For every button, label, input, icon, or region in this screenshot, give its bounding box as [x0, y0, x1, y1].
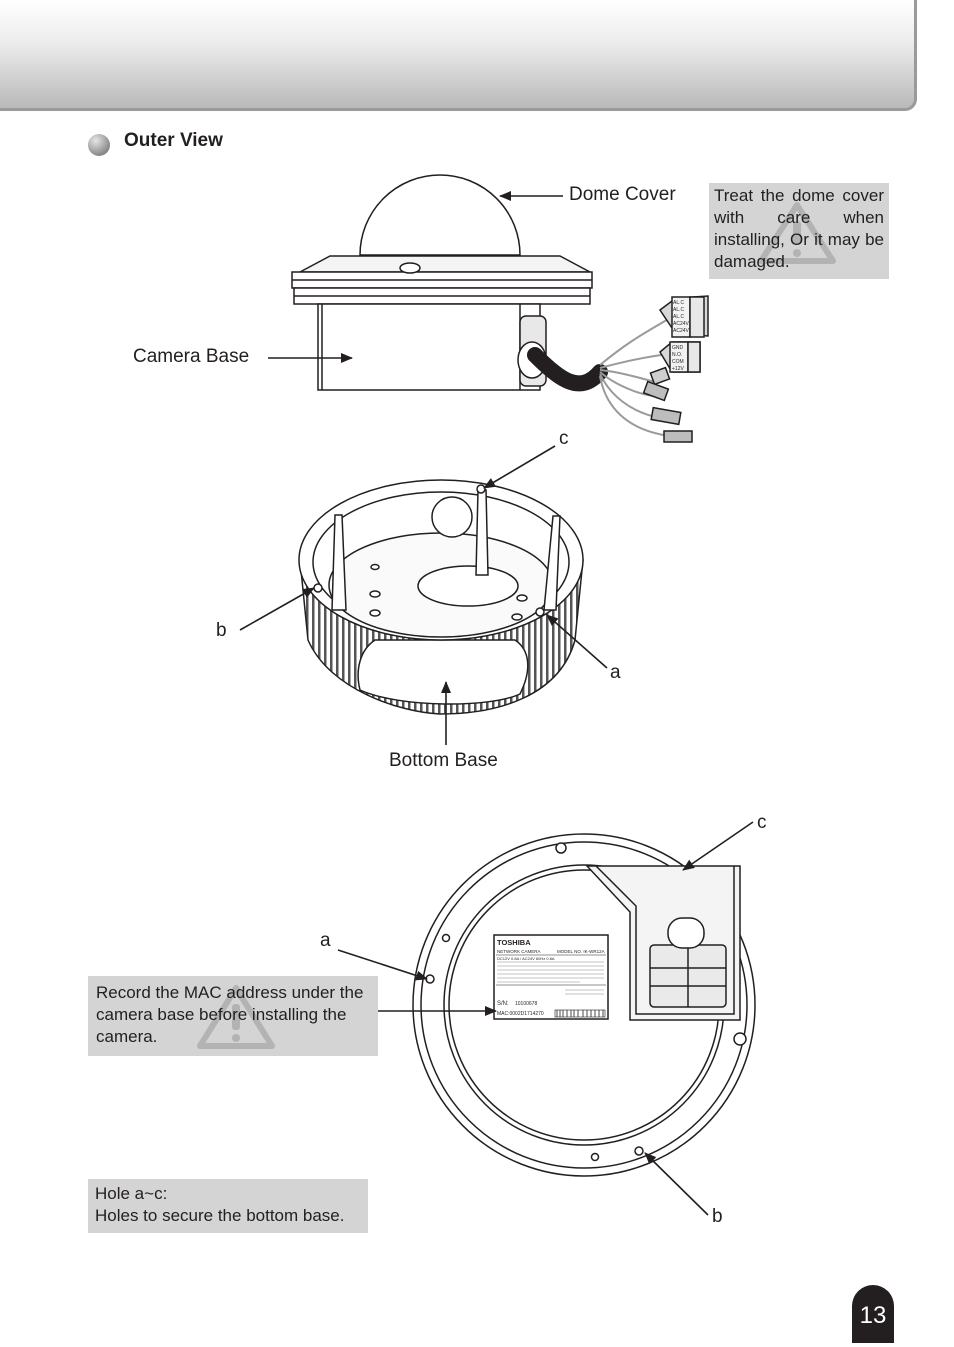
hole-b-label-bottom: b — [712, 1206, 723, 1227]
terminal-2-label: +12V — [672, 366, 684, 372]
label-brand: TOSHIBA — [497, 938, 531, 947]
label-sn-value: 10100678 — [515, 1001, 537, 1007]
page-number: 13 — [852, 1285, 894, 1343]
bottom-base-drawing — [298, 479, 584, 715]
terminal-1-label: AL.C — [673, 307, 685, 313]
warning-icon — [758, 202, 836, 264]
callout-arrows — [239, 191, 754, 1216]
hole-b-label-top: b — [216, 620, 227, 641]
mac-address-note: Record the MAC address under the camera … — [88, 976, 378, 1056]
holes-note-text: Holes to secure the bottom base. — [95, 1206, 345, 1225]
label-model: MODEL NO. IK-WR12A — [557, 949, 605, 954]
dome-cover-label: Dome Cover — [569, 184, 676, 205]
dome-care-note: Treat the dome cover with care when inst… — [709, 183, 889, 279]
terminal-block-2 — [659, 341, 701, 373]
bottom-base-label: Bottom Base — [389, 750, 498, 771]
terminal-1-label: AC24V — [673, 328, 690, 334]
section-bullet-icon — [88, 134, 110, 156]
hole-a-label-top: a — [610, 662, 621, 683]
holes-note-title: Hole a~c: — [95, 1184, 168, 1203]
terminal-1-label: AL.C — [673, 300, 685, 306]
camera-base-label: Camera Base — [133, 346, 250, 367]
terminal-1-label: AC24V — [673, 321, 690, 327]
label-sn-prefix: S/N: — [497, 1001, 509, 1007]
holes-note: Hole a~c: Holes to secure the bottom bas… — [88, 1179, 368, 1233]
page-header-band — [0, 0, 917, 111]
mac-address-note-text: Record the MAC address under the camera … — [96, 983, 364, 1046]
hole-a-label-bottom: a — [320, 930, 331, 951]
hole-c-label-bottom: c — [757, 812, 767, 833]
terminal-block-1 — [658, 295, 709, 338]
label-mac: MAC:0002D1714270 — [497, 1011, 544, 1017]
camera-assembly-drawing — [291, 174, 709, 443]
label-power: DC12V 0.8A / AC24V 60Hz 0.6A — [497, 956, 555, 961]
section-title: Outer View — [124, 130, 223, 151]
terminal-2-label: COM — [672, 359, 684, 365]
dome-care-note-text: Treat the dome cover with care when inst… — [714, 186, 884, 271]
terminal-2-label: GND — [672, 345, 684, 351]
hole-c-label-top: c — [559, 428, 569, 449]
warning-icon — [197, 985, 275, 1049]
terminal-1-label: AL.C — [673, 314, 685, 320]
label-product: NETWORK CAMERA — [497, 949, 541, 954]
terminal-2-label: N.O. — [672, 352, 682, 358]
camera-underside-drawing — [412, 833, 756, 1177]
